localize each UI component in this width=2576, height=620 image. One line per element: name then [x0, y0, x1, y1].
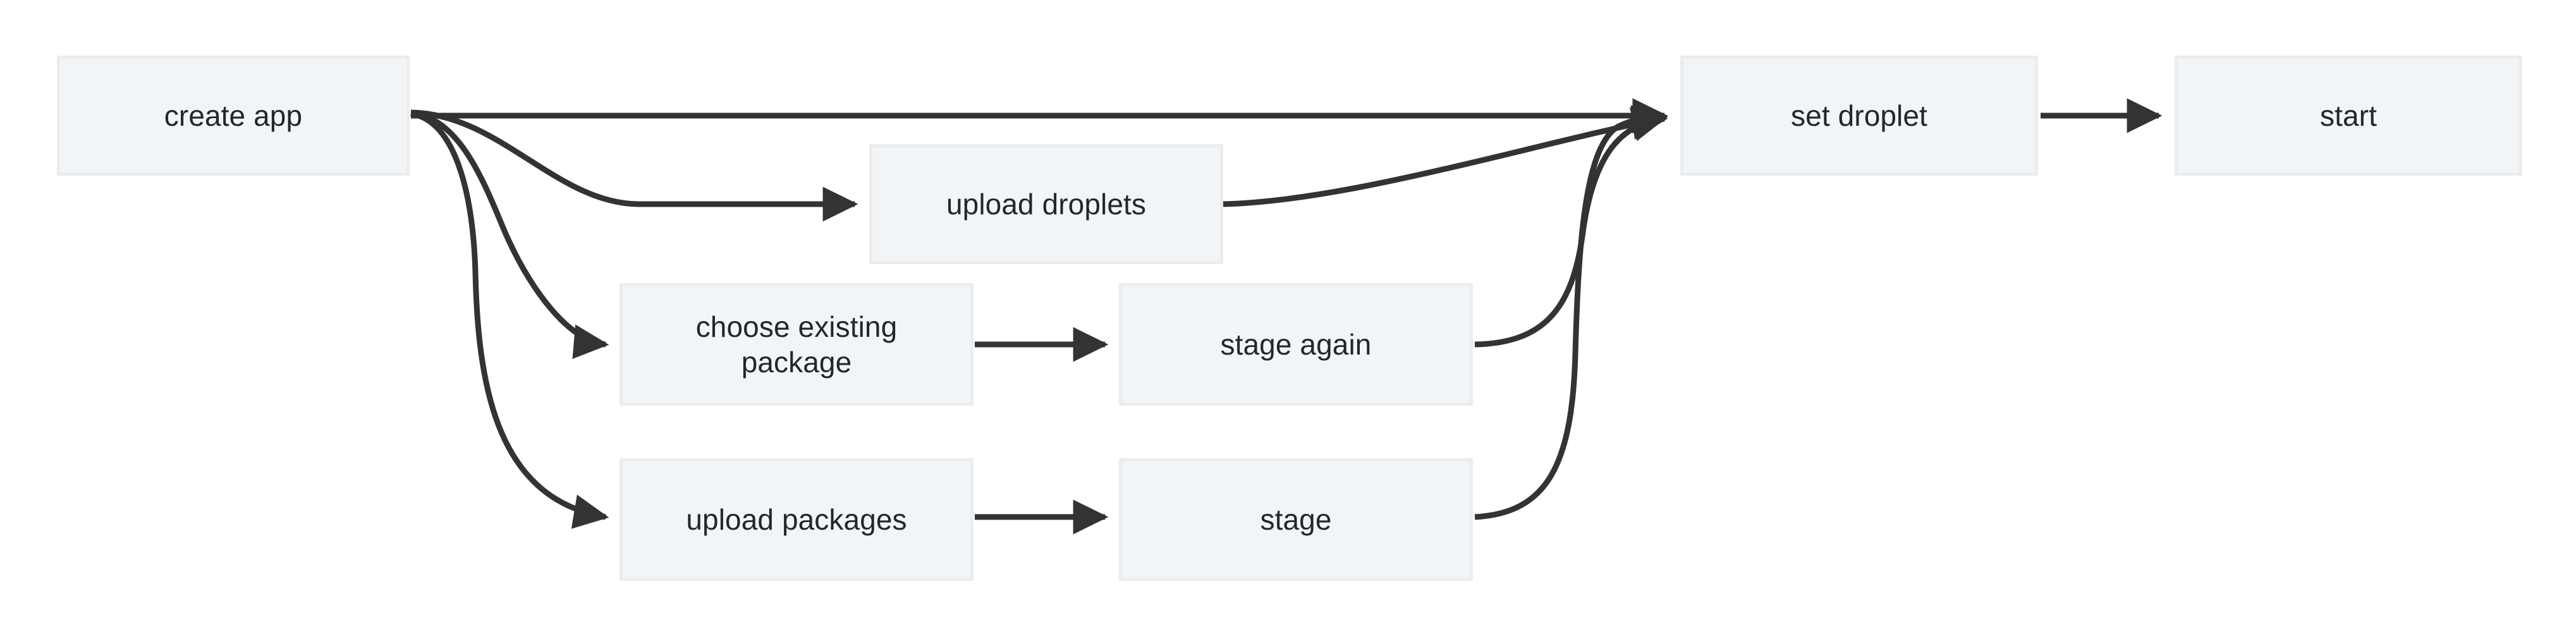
node-set-droplet[interactable]: set droplet	[1680, 56, 2038, 176]
edge-stage-to-set-droplet	[1474, 99, 1668, 520]
edge-upload-droplets-to-set-droplet	[1223, 107, 1668, 207]
node-stage-label: stage	[1260, 502, 1332, 536]
node-set-droplet-label: set droplet	[1791, 99, 1927, 132]
node-stage-again-label: stage again	[1220, 327, 1372, 361]
node-stage[interactable]: stage	[1119, 458, 1473, 581]
node-create-app[interactable]: create app	[57, 56, 410, 176]
node-upload-droplets[interactable]: upload droplets	[869, 144, 1223, 264]
node-start-label: start	[2320, 99, 2377, 132]
node-upload-droplets-label: upload droplets	[946, 187, 1147, 221]
node-upload-packages[interactable]: upload packages	[620, 458, 974, 581]
node-start[interactable]: start	[2175, 56, 2522, 176]
node-upload-packages-label: upload packages	[686, 502, 907, 536]
node-choose-existing-package[interactable]: choose existing package	[620, 283, 974, 406]
edge-stage-again-to-set-droplet	[1474, 105, 1668, 348]
edge-create-app-to-upload-droplets	[410, 109, 858, 222]
node-create-app-label: create app	[164, 99, 303, 132]
node-choose-existing-package-label: choose existing package	[695, 310, 898, 379]
node-stage-again[interactable]: stage again	[1119, 283, 1473, 406]
edge-create-app-to-upload-packages	[410, 111, 609, 529]
edge-create-app-to-choose-existing-package	[410, 110, 609, 359]
